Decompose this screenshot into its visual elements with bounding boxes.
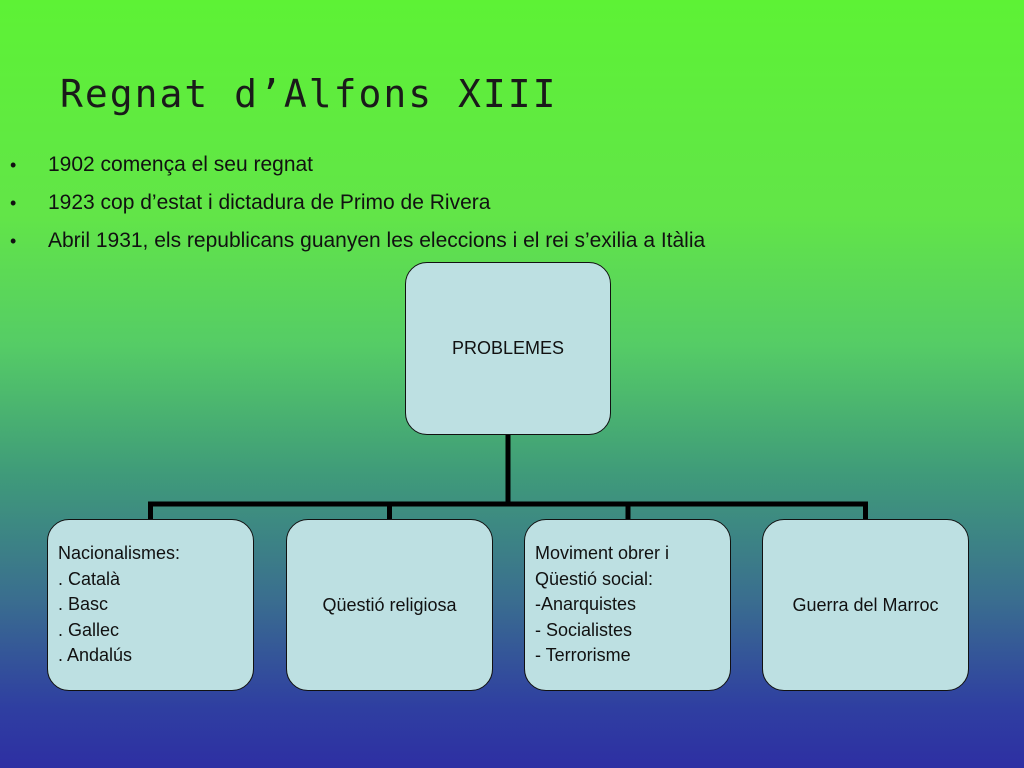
bullet-text: Abril 1931, els republicans guanyen les … bbox=[48, 229, 706, 252]
node-line: . Basc bbox=[58, 594, 109, 615]
slide-title: Regnat d’Alfons XIII bbox=[60, 72, 558, 116]
bullet-item: • Abril 1931, els republicans guanyen le… bbox=[8, 222, 705, 260]
child-node-nacionalismes: Nacionalismes: . Català . Basc . Gallec … bbox=[47, 519, 254, 691]
node-line: . Andalús bbox=[58, 645, 133, 666]
child-node-moviment-obrer: Moviment obrer i Qüestió social: -Anarqu… bbox=[524, 519, 731, 691]
bullet-text: 1923 cop d’estat i dictadura de Primo de… bbox=[48, 191, 491, 214]
node-line: Guerra del Marroc bbox=[792, 594, 939, 615]
bullet-marker: • bbox=[10, 155, 17, 175]
node-line: - Socialistes bbox=[535, 619, 633, 640]
node-line: Qüestió social: bbox=[535, 568, 654, 589]
bullet-marker: • bbox=[10, 193, 17, 213]
node-line: Qüestió religiosa bbox=[322, 594, 457, 615]
bullet-item: • 1923 cop d’estat i dictadura de Primo … bbox=[8, 184, 705, 222]
child-node-questio-religiosa: Qüestió religiosa bbox=[286, 519, 493, 691]
node-line: . Gallec bbox=[58, 619, 120, 640]
child-node-guerra-marroc: Guerra del Marroc bbox=[762, 519, 969, 691]
node-line: . Català bbox=[58, 568, 121, 589]
bullet-marker: • bbox=[10, 231, 17, 251]
node-line: -Anarquistes bbox=[535, 594, 637, 615]
bullet-item: • 1902 comença el seu regnat bbox=[8, 146, 705, 184]
root-node-label: PROBLEMES bbox=[451, 338, 565, 358]
root-node-problemes: PROBLEMES bbox=[405, 262, 611, 435]
node-line: Nacionalismes: bbox=[58, 543, 181, 564]
node-line: Moviment obrer i bbox=[535, 543, 670, 564]
node-line: - Terrorisme bbox=[535, 645, 631, 666]
bullet-text: 1902 comença el seu regnat bbox=[48, 153, 314, 176]
bullet-list: • 1902 comença el seu regnat • 1923 cop … bbox=[8, 146, 705, 260]
